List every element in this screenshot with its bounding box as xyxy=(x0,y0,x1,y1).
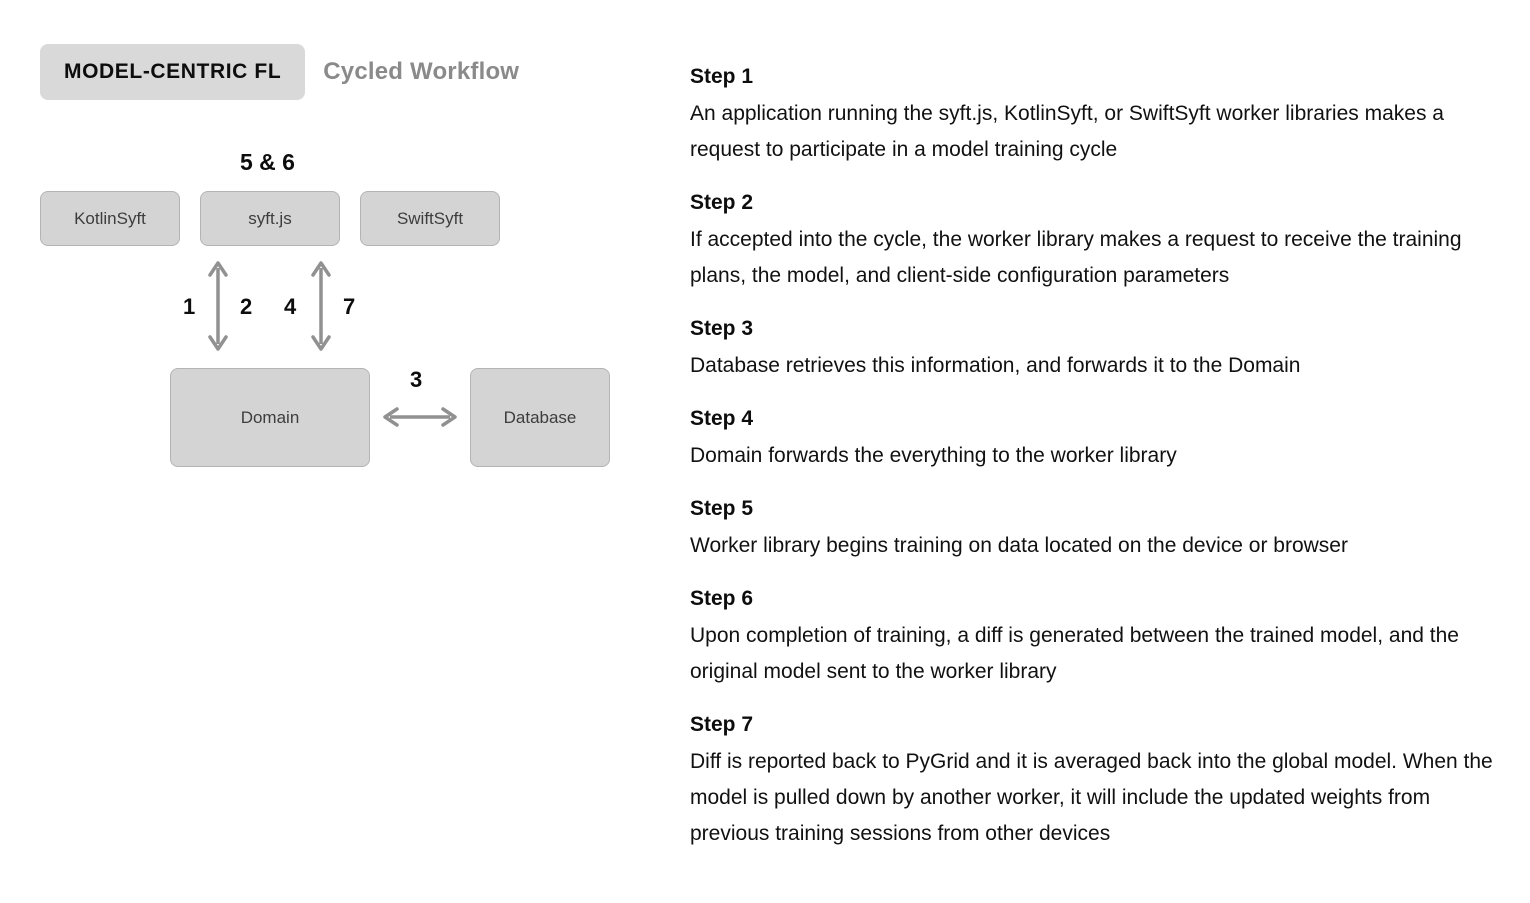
diagram-node-kotlinsyft: KotlinSyft xyxy=(40,191,180,246)
step-heading: Step 2 xyxy=(690,191,754,214)
diagram-node-database: Database xyxy=(470,368,610,467)
step-heading: Step 5 xyxy=(690,497,754,520)
edge-label-3: 3 xyxy=(410,367,423,392)
step-item: Step 4 Domain forwards the everything to… xyxy=(690,404,1500,474)
double-arrow-vertical-icon xyxy=(208,261,228,351)
edge-label-5-and-6: 5 & 6 xyxy=(240,149,295,175)
step-body: Diff is reported back to PyGrid and it i… xyxy=(690,750,1493,845)
step-body: Upon completion of training, a diff is g… xyxy=(690,624,1459,683)
workflow-diagram: KotlinSyft syft.js SwiftSyft Domain Data… xyxy=(0,0,660,500)
node-label: SwiftSyft xyxy=(396,208,464,228)
step-body: Database retrieves this information, and… xyxy=(690,354,1301,377)
diagram-node-domain: Domain xyxy=(170,368,370,467)
step-item: Step 2 If accepted into the cycle, the w… xyxy=(690,188,1500,294)
edge-label-1: 1 xyxy=(183,294,196,319)
step-body: Worker library begins training on data l… xyxy=(690,534,1348,557)
step-item: Step 1 An application running the syft.j… xyxy=(690,62,1500,168)
edge-label-7: 7 xyxy=(343,294,356,319)
page-subtitle: Cycled Workflow xyxy=(323,58,520,85)
step-item: Step 5 Worker library begins training on… xyxy=(690,494,1500,564)
diagram-node-syftjs: syft.js xyxy=(200,191,340,246)
edge-label-2: 2 xyxy=(240,294,253,319)
steps-list: Step 1 An application running the syft.j… xyxy=(690,62,1500,852)
step-item: Step 3 Database retrieves this informati… xyxy=(690,314,1500,384)
step-item: Step 6 Upon completion of training, a di… xyxy=(690,584,1500,690)
step-body: Domain forwards the everything to the wo… xyxy=(690,444,1177,467)
step-heading: Step 1 xyxy=(690,65,754,88)
node-label: KotlinSyft xyxy=(74,208,146,228)
step-item: Step 7 Diff is reported back to PyGrid a… xyxy=(690,710,1500,852)
diagram-node-swiftsyft: SwiftSyft xyxy=(360,191,500,246)
step-body: If accepted into the cycle, the worker l… xyxy=(690,228,1462,287)
step-heading: Step 6 xyxy=(690,587,754,610)
step-body: An application running the syft.js, Kotl… xyxy=(690,102,1444,161)
node-label: Database xyxy=(503,407,577,427)
page-title-badge: MODEL-CENTRIC FL xyxy=(40,44,306,100)
double-arrow-horizontal-icon xyxy=(383,407,457,427)
edge-label-4: 4 xyxy=(284,294,297,319)
double-arrow-vertical-icon xyxy=(311,261,331,351)
step-heading: Step 3 xyxy=(690,317,754,340)
node-label: Domain xyxy=(240,407,300,427)
step-heading: Step 7 xyxy=(690,713,754,736)
node-label: syft.js xyxy=(248,208,292,228)
page-header: MODEL-CENTRIC FL Cycled Workflow xyxy=(40,44,519,100)
step-heading: Step 4 xyxy=(690,407,754,430)
